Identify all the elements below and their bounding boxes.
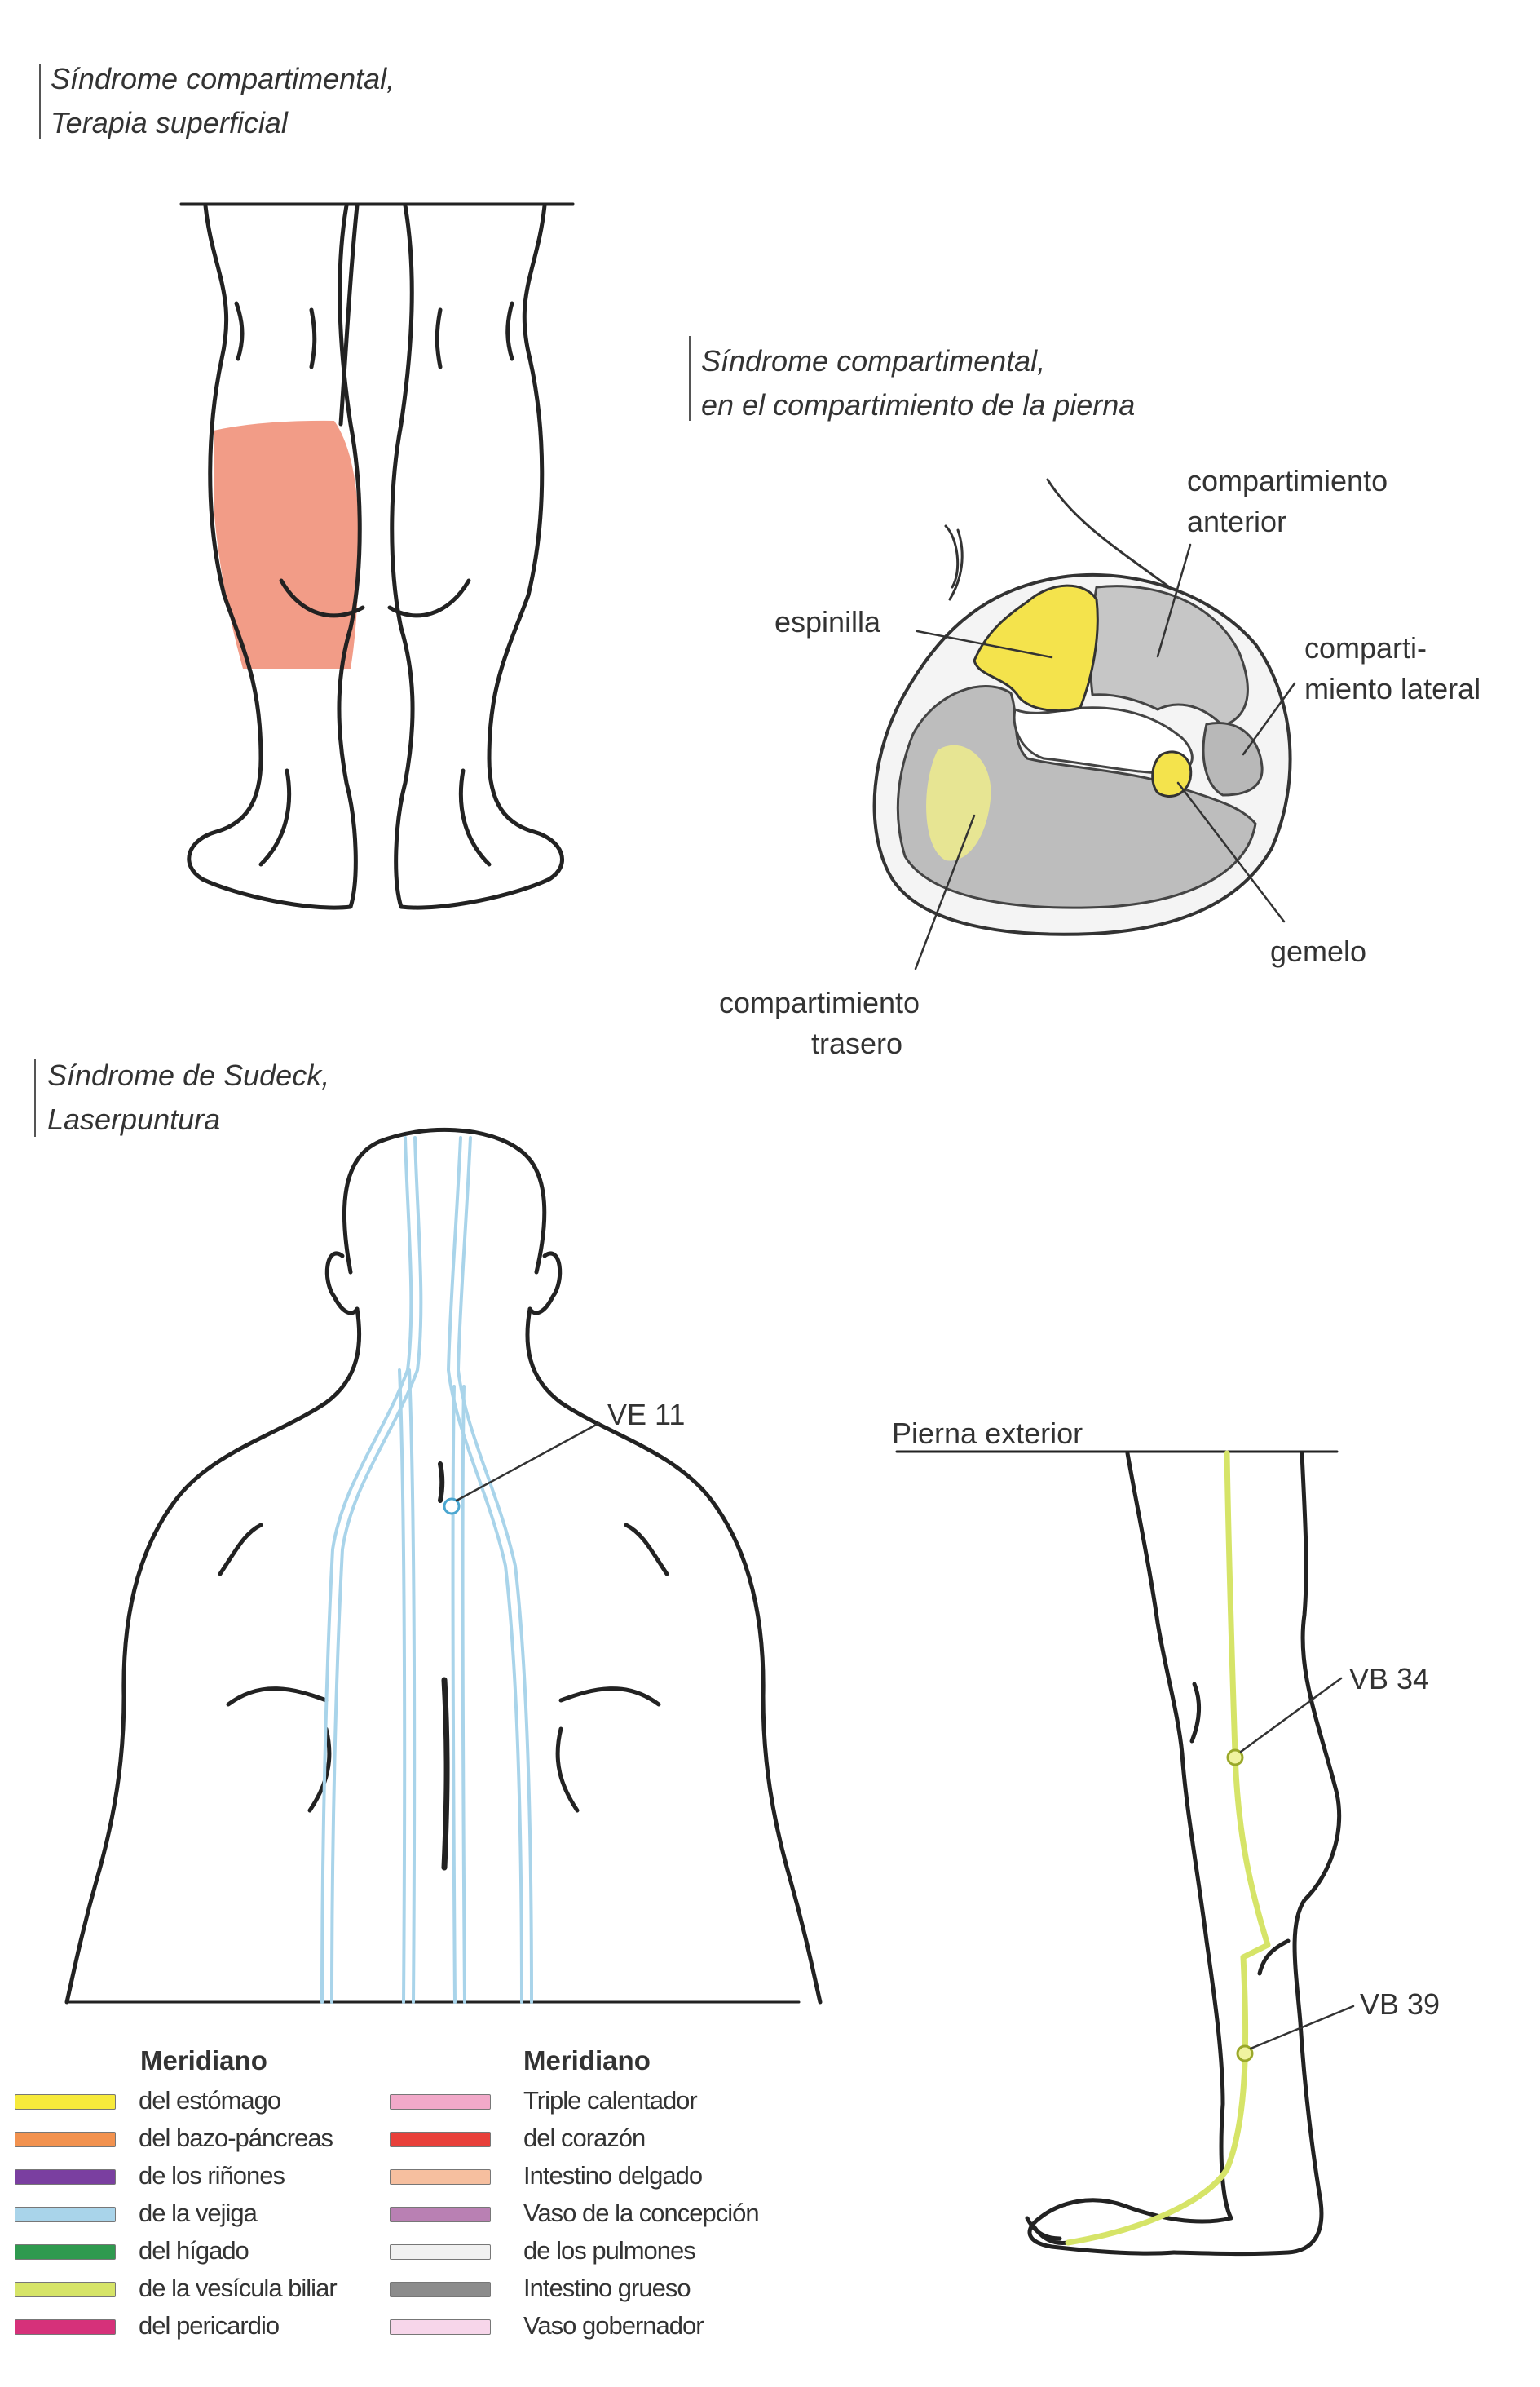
legend-swatch <box>15 2244 116 2260</box>
legend-swatch <box>15 2207 116 2222</box>
point-vb39 <box>1236 2044 1254 2062</box>
legend-swatch <box>390 2132 491 2147</box>
legend-item-label: Intestino delgado <box>523 2161 703 2190</box>
head-outline <box>342 1127 547 1275</box>
legend-item-label: Vaso gobernador <box>523 2311 704 2340</box>
leg-back-outline <box>1172 1451 1342 2257</box>
label-vb39: VB 39 <box>1360 1987 1441 2021</box>
cross-section-illustration <box>872 478 1296 970</box>
label-back-line1: compartimiento <box>718 986 920 1019</box>
label-vb34: VB 34 <box>1349 1662 1430 1695</box>
legend-item-label: Intestino grueso <box>523 2274 691 2302</box>
legend-item-label: del corazón <box>523 2124 646 2152</box>
left-leg-outline <box>187 203 362 910</box>
legend-swatch <box>15 2169 116 2185</box>
legend-swatch <box>390 2094 491 2110</box>
cross-section-title-line1: Síndrome compartimental, <box>701 344 1046 378</box>
calf-highlight-area <box>214 420 359 669</box>
point-vb34 <box>1226 1748 1244 1766</box>
back-title-line1: Síndrome de Sudeck, <box>47 1059 330 1092</box>
legend-item-label: de la vesícula biliar <box>139 2274 338 2302</box>
leg-front-outline <box>1027 1451 1233 2256</box>
legend-right-heading: Meridiano <box>523 2045 651 2075</box>
label-lateral-compartment: comparti- miento lateral <box>1304 628 1480 709</box>
calves-title-line2: Terapia superficial <box>51 106 288 139</box>
label-shin: espinilla <box>774 605 881 639</box>
gallbladder-meridian <box>1065 1450 1271 2246</box>
legend-swatch <box>15 2319 116 2335</box>
legend-left-heading: Meridiano <box>140 2045 267 2075</box>
back-illustration <box>64 1127 823 2005</box>
torso-outline <box>64 1306 362 2005</box>
legend-item-label: Triple calentador <box>523 2086 698 2115</box>
outer-leg-title: Pierna exterior <box>892 1417 1083 1450</box>
outer-leg-illustration <box>895 1450 1355 2257</box>
calves-title-bar <box>39 64 41 139</box>
meridian-legend: Meridiano Meridiano del estómago del bazo… <box>0 2039 1540 2381</box>
label-anterior-line1: compartimiento <box>1187 464 1388 497</box>
bladder-meridian <box>320 1136 533 2004</box>
label-back-compartment: compartimiento trasero <box>689 983 950 1064</box>
legend-swatch <box>390 2319 491 2335</box>
cross-section-title: Síndrome compartimental, en el compartim… <box>701 339 1135 427</box>
calves-title: Síndrome compartimental, Terapia superfi… <box>51 57 395 145</box>
label-ve11: VE 11 <box>607 1398 686 1431</box>
fibula-bone <box>1151 750 1193 798</box>
legend-swatch <box>390 2244 491 2260</box>
legend-item-label: del bazo-páncreas <box>139 2124 333 2152</box>
cross-section-title-bar <box>689 336 691 421</box>
right-leg-outline <box>390 203 564 910</box>
label-anterior-compartment: compartimiento anterior <box>1187 461 1388 542</box>
legend-item-label: de los riñones <box>139 2161 285 2190</box>
calves-title-line1: Síndrome compartimental, <box>51 62 395 95</box>
legend-item-label: del estómago <box>139 2086 281 2115</box>
label-back-line2: trasero <box>811 1027 903 1060</box>
legend-swatch <box>15 2094 116 2110</box>
label-anterior-line2: anterior <box>1187 505 1287 538</box>
tibia-bone <box>973 584 1099 712</box>
legend-swatch <box>390 2282 491 2297</box>
cross-section-title-line2: en el compartimiento de la pierna <box>701 388 1136 422</box>
legend-swatch <box>390 2169 491 2185</box>
label-lateral-line1: comparti- <box>1304 631 1427 665</box>
legend-item-label: del pericardio <box>139 2311 280 2340</box>
back-title-bar <box>34 1059 36 1137</box>
legend-item-label: de la vejiga <box>139 2199 258 2227</box>
legend-item-label: Vaso de la concepción <box>523 2199 760 2227</box>
right-ear <box>527 1251 563 1315</box>
label-calf: gemelo <box>1270 935 1367 968</box>
label-lateral-line2: miento lateral <box>1304 672 1481 705</box>
back-title: Síndrome de Sudeck, Laserpuntura <box>47 1054 329 1142</box>
point-ve11 <box>443 1497 461 1515</box>
legend-swatch <box>390 2207 491 2222</box>
back-title-line2: Laserpuntura <box>47 1103 221 1136</box>
legend-swatch <box>15 2282 116 2297</box>
legend-swatch <box>15 2132 116 2147</box>
left-ear <box>324 1251 360 1315</box>
legend-item-label: del hígado <box>139 2236 249 2265</box>
legend-item-label: de los pulmones <box>523 2236 696 2265</box>
calves-illustration <box>179 202 575 910</box>
